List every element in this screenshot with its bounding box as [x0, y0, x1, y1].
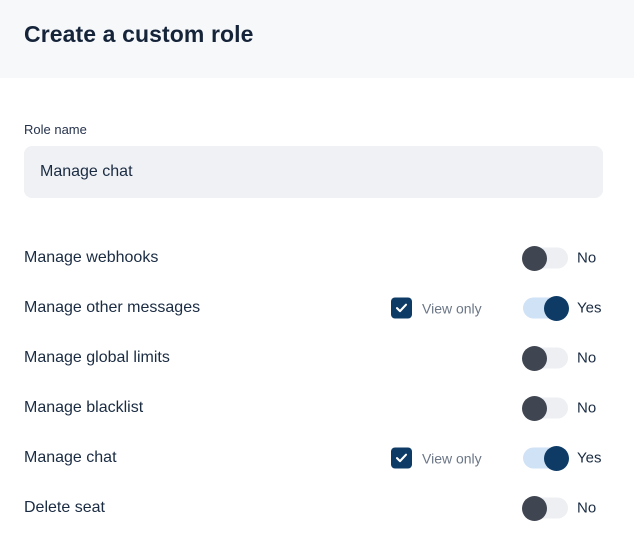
- permission-toggle-group[interactable]: Yes: [523, 445, 602, 471]
- check-icon: [395, 303, 408, 313]
- permission-toggle-group[interactable]: No: [522, 495, 597, 521]
- toggle-state-label: No: [577, 249, 597, 267]
- toggle-state-label: Yes: [577, 449, 602, 467]
- view-only-checkbox[interactable]: [391, 447, 412, 469]
- permission-row: Manage webhooks No: [0, 233, 634, 283]
- permission-label: Delete seat: [24, 499, 105, 516]
- view-only-group[interactable]: View only: [391, 447, 482, 469]
- toggle-knob: [522, 345, 547, 371]
- toggle-knob: [522, 495, 547, 521]
- permission-toggle-group[interactable]: No: [522, 245, 597, 271]
- permission-toggle[interactable]: [522, 495, 568, 521]
- toggle-state-label: No: [577, 399, 597, 417]
- permission-row: Manage global limits No: [0, 333, 634, 383]
- permission-label: Manage other messages: [24, 299, 201, 316]
- view-only-label: View only: [422, 450, 482, 466]
- page-title: Create a custom role: [24, 21, 254, 47]
- permission-row: Delete seat No: [0, 483, 634, 533]
- permission-toggle[interactable]: [523, 295, 569, 321]
- permission-toggle[interactable]: [522, 395, 568, 421]
- toggle-state-label: No: [577, 349, 597, 367]
- permission-label: Manage chat: [24, 449, 117, 466]
- permission-row: Manage chat View only Yes: [0, 433, 634, 483]
- permission-toggle-group[interactable]: Yes: [523, 295, 602, 321]
- permission-toggle[interactable]: [522, 345, 568, 371]
- toggle-knob: [544, 445, 569, 471]
- role-name-input[interactable]: [24, 146, 603, 198]
- role-name-label: Role name: [24, 122, 87, 137]
- permission-toggle-group[interactable]: No: [522, 395, 597, 421]
- view-only-checkbox[interactable]: [391, 297, 412, 319]
- page-header: Create a custom role: [0, 0, 634, 78]
- view-only-group[interactable]: View only: [391, 297, 482, 319]
- toggle-knob: [544, 295, 569, 321]
- role-name-field-block: Role name: [24, 122, 603, 198]
- toggle-knob: [522, 395, 547, 421]
- toggle-knob: [522, 245, 547, 271]
- view-only-label: View only: [422, 300, 482, 316]
- permission-label: Manage blacklist: [24, 399, 144, 416]
- permission-toggle[interactable]: [522, 245, 568, 271]
- check-icon: [395, 453, 408, 463]
- permission-row: Manage blacklist No: [0, 383, 634, 433]
- permission-row: Manage other messages View only Yes: [0, 283, 634, 333]
- permission-label: Manage global limits: [24, 349, 170, 366]
- toggle-state-label: No: [577, 499, 597, 517]
- permission-label: Manage webhooks: [24, 249, 159, 266]
- toggle-state-label: Yes: [577, 299, 602, 317]
- permission-toggle[interactable]: [523, 445, 569, 471]
- permission-toggle-group[interactable]: No: [522, 345, 597, 371]
